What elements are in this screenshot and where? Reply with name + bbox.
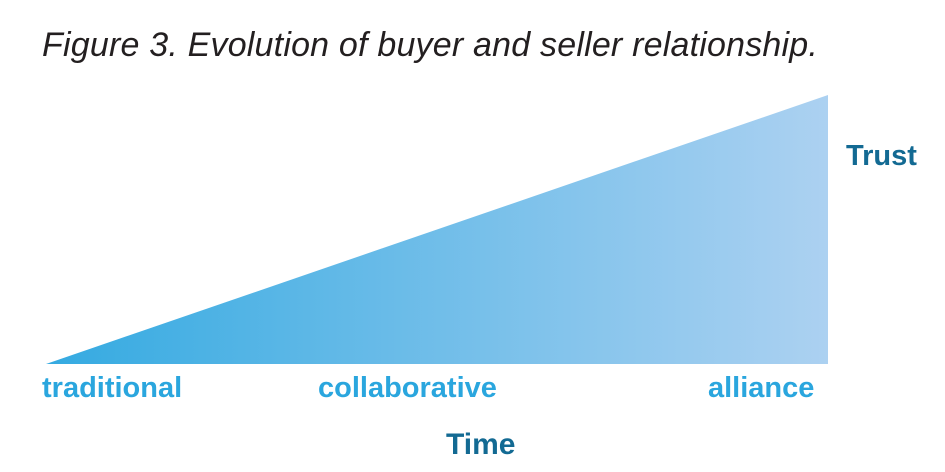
- time-axis-label: Time: [446, 428, 516, 461]
- figure-title: Figure 3. Evolution of buyer and seller …: [42, 26, 819, 64]
- trust-axis-label: Trust: [846, 140, 917, 172]
- stage-label-traditional: traditional: [42, 372, 183, 404]
- stage-label-collaborative: collaborative: [318, 372, 497, 404]
- stage-label-alliance: alliance: [708, 372, 815, 404]
- trust-growth-triangle: [46, 95, 828, 364]
